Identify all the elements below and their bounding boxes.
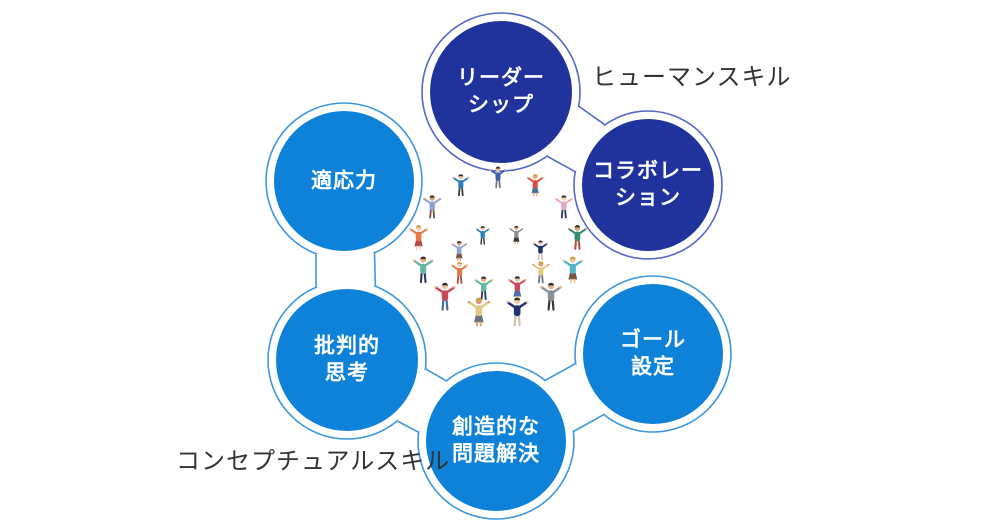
ring-creative-problem-solving bbox=[417, 362, 575, 520]
person-figure bbox=[409, 225, 429, 250]
person-figure bbox=[532, 261, 550, 284]
neck-line bbox=[424, 368, 448, 382]
neck-adaptability-critical-mask bbox=[316, 252, 376, 288]
neck-line bbox=[544, 362, 577, 382]
person-figure bbox=[475, 226, 490, 245]
bubble-label-goal-setting: ゴール 設定 bbox=[620, 327, 686, 382]
neck-line bbox=[373, 252, 377, 288]
person-figure bbox=[526, 174, 544, 197]
label-human-skill: ヒューマンスキル bbox=[592, 64, 792, 91]
person-figure bbox=[489, 166, 507, 189]
ring-collaboration bbox=[573, 110, 723, 260]
bubble-label-line: 問題解決 bbox=[452, 443, 540, 466]
bubble-label-line: 批判的 bbox=[314, 334, 380, 358]
bubble-label-creative-problem-solving: 創造的な 問題解決 bbox=[452, 414, 540, 469]
bubble-label-line: 設定 bbox=[631, 356, 675, 379]
person-figure bbox=[412, 256, 434, 284]
person-figure bbox=[554, 195, 573, 219]
person-figure bbox=[451, 241, 467, 262]
person-figure bbox=[562, 256, 584, 284]
bubble-goal-setting bbox=[583, 284, 723, 424]
neck-leadership-collaboration-mask bbox=[547, 106, 605, 172]
bubble-label-line: リーダー bbox=[457, 66, 545, 90]
bubble-label-line: 適応力 bbox=[311, 169, 377, 193]
person-figure bbox=[567, 225, 587, 250]
person-figure bbox=[532, 240, 549, 261]
neck-creative-goal-mask bbox=[545, 363, 604, 432]
neck-line bbox=[572, 413, 605, 433]
bubble-label-collaboration: コラボレー ション bbox=[593, 158, 703, 213]
bubble-label-line: シップ bbox=[468, 94, 534, 117]
person-figure bbox=[452, 174, 470, 197]
bubble-label-leadership: リーダー シップ bbox=[457, 65, 545, 120]
bubble-creative-problem-solving bbox=[426, 371, 566, 511]
neck-critical-creative-mask bbox=[397, 368, 447, 433]
person-figure bbox=[509, 225, 524, 245]
ring-goal-setting bbox=[574, 275, 732, 433]
bubble-leadership bbox=[430, 21, 572, 163]
bubble-critical-thinking bbox=[276, 289, 418, 431]
neck-line bbox=[577, 105, 606, 126]
person-figure bbox=[474, 276, 493, 301]
skill-bubbles bbox=[274, 21, 723, 511]
bubble-label-line: コラボレー bbox=[593, 159, 703, 183]
ring-leadership bbox=[421, 12, 581, 172]
neck-line bbox=[546, 155, 577, 173]
bubble-label-critical-thinking: 批判的 思考 bbox=[314, 333, 380, 388]
neck-line bbox=[396, 420, 420, 434]
person-figure bbox=[450, 261, 469, 285]
person-figure bbox=[506, 297, 529, 327]
bubble-label-line: ション bbox=[615, 187, 681, 210]
bubble-label-line: 思考 bbox=[325, 362, 369, 385]
people-holding-hands-illustration bbox=[409, 166, 587, 327]
person-figure bbox=[540, 282, 562, 311]
bubble-adaptability bbox=[274, 111, 414, 251]
person-figure bbox=[467, 297, 490, 327]
bubble-label-line: ゴール bbox=[620, 328, 686, 352]
bubble-label-adaptability: 適応力 bbox=[311, 167, 377, 194]
bubble-label-line: 創造的な bbox=[452, 415, 540, 439]
bubble-collaboration bbox=[582, 119, 714, 251]
label-conceptual-skill: コンセプチュアルスキル bbox=[176, 448, 451, 475]
person-figure bbox=[423, 195, 442, 219]
person-figure bbox=[508, 276, 527, 300]
person-figure bbox=[434, 282, 456, 311]
connector-necks bbox=[315, 105, 606, 434]
